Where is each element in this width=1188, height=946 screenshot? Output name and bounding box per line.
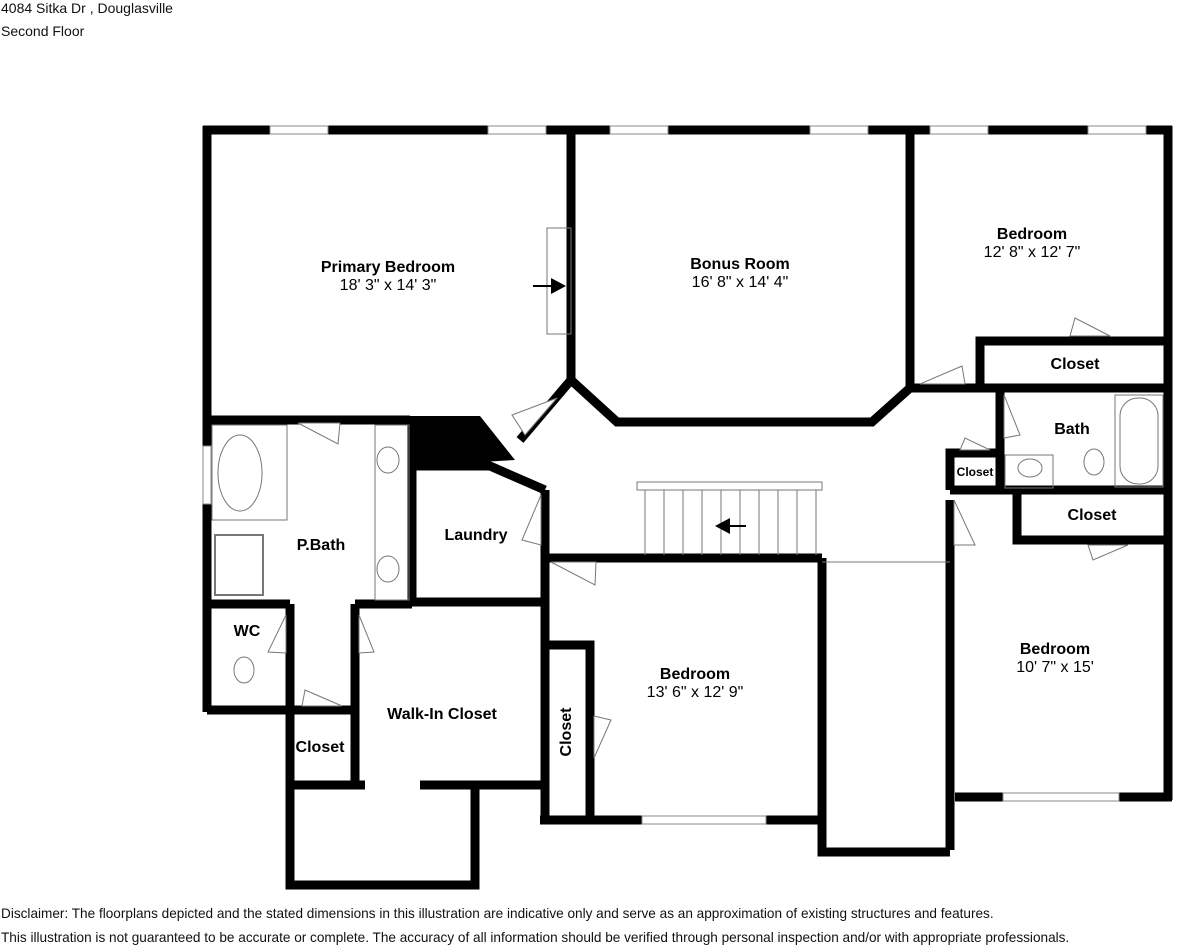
shower-icon — [214, 534, 264, 596]
room-closet-hall: Closet — [957, 463, 994, 481]
room-dimensions: 10' 7" x 15' — [1016, 659, 1094, 676]
room-name: Bedroom — [1019, 641, 1091, 658]
room-name: P.Bath — [296, 537, 346, 554]
stairs — [644, 490, 817, 555]
floor-label: Second Floor — [1, 23, 85, 39]
room-closet-4: Closet — [558, 708, 576, 757]
bathtub-icon — [1119, 397, 1159, 485]
property-address: 4084 Sitka Dr , Douglasville — [1, 0, 173, 16]
room-name: Primary Bedroom — [320, 259, 456, 276]
room-closet-2: Closet — [1068, 507, 1117, 525]
room-name: WC — [233, 623, 261, 640]
sink-icon — [1017, 458, 1043, 478]
entry-arrow-icon — [533, 278, 566, 294]
toilet-icon — [1083, 448, 1105, 476]
room-bedroom-4: Bedroom 10' 7" x 15' — [1016, 641, 1094, 677]
fixtures — [211, 227, 1164, 684]
windows — [202, 125, 1147, 825]
room-bonus-room: Bonus Room 16' 8" x 14' 4" — [690, 256, 790, 292]
room-dimensions: 13' 6" x 12' 9" — [646, 684, 744, 701]
room-bath: Bath — [1054, 421, 1090, 439]
room-walk-in-closet: Walk-In Closet — [387, 706, 497, 724]
bathtub-icon — [217, 434, 263, 512]
room-name: Closet — [1050, 356, 1100, 373]
room-dimensions: 12' 8" x 12' 7" — [983, 244, 1081, 261]
sink-icon — [376, 446, 400, 474]
walls — [202, 125, 1173, 890]
room-primary-bath: P.Bath — [297, 537, 346, 555]
room-closet-3: Closet — [296, 739, 345, 757]
room-name: Walk-In Closet — [387, 706, 497, 723]
disclaimer-line-2: This illustration is not guaranteed to b… — [1, 930, 1070, 945]
room-name: Bedroom — [659, 666, 731, 683]
room-name: Closet — [295, 739, 345, 756]
room-name: Closet — [1067, 507, 1117, 524]
door-swing-icon — [267, 317, 1129, 759]
room-dimensions: 18' 3" x 14' 3" — [339, 277, 437, 294]
room-name: Closet — [956, 465, 994, 479]
room-laundry: Laundry — [444, 527, 507, 545]
room-name: Laundry — [444, 527, 508, 544]
room-bedroom-3: Bedroom 13' 6" x 12' 9" — [647, 666, 744, 702]
room-name: Bath — [1054, 421, 1090, 438]
room-name: Closet — [558, 707, 575, 757]
wall-chase — [410, 416, 515, 466]
room-wc: WC — [234, 623, 261, 641]
room-bedroom-2: Bedroom 12' 8" x 12' 7" — [984, 226, 1081, 262]
sink-icon — [376, 555, 400, 583]
room-dimensions: 16' 8" x 14' 4" — [691, 274, 789, 291]
disclaimer-line-1: Disclaimer: The floorplans depicted and … — [1, 906, 994, 921]
room-name: Bonus Room — [690, 256, 790, 273]
toilet-icon — [233, 656, 255, 684]
room-name: Bedroom — [996, 226, 1068, 243]
stairs-arrow-icon — [715, 518, 746, 534]
room-primary-bedroom: Primary Bedroom 18' 3" x 14' 3" — [321, 259, 455, 295]
room-closet-1: Closet — [1051, 356, 1100, 374]
